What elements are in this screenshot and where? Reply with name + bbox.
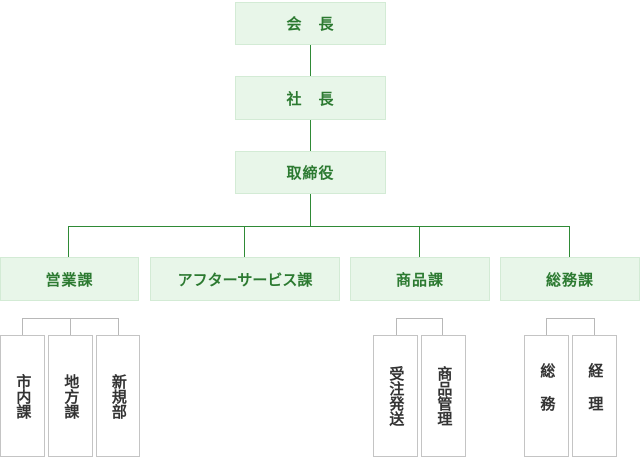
sub-general-affairs: 総務: [524, 335, 569, 457]
sub-products-shipping: 受注発送: [373, 335, 418, 457]
chairman-box: 会 長: [235, 2, 386, 45]
president-box: 社 長: [235, 76, 386, 120]
dept-sales: 営業課: [0, 257, 139, 301]
line-products-sub-2: [442, 318, 443, 335]
line-general-sub-h: [546, 318, 595, 319]
line-dept-horizontal: [68, 226, 570, 227]
sub-sales-new-label: 新規部: [109, 373, 128, 419]
line-products-sub-1: [396, 318, 397, 335]
sub-products-management-label: 商品管理: [435, 366, 454, 426]
sub-general-accounting: 経理: [572, 335, 617, 457]
sub-sales-city-label: 市内課: [14, 373, 33, 419]
sub-products-shipping-label: 受注発送: [387, 366, 406, 426]
dept-products: 商品課: [350, 257, 490, 301]
line-sales-sub-2: [70, 318, 71, 335]
sub-products-management: 商品管理: [421, 335, 466, 457]
line-sales-sub-1: [22, 318, 23, 335]
line-general-sub-1: [546, 318, 547, 335]
line-to-general: [569, 226, 570, 257]
line-to-aftersales: [244, 226, 245, 257]
line-directors-down: [310, 194, 311, 226]
dept-general-affairs: 総務課: [500, 257, 640, 301]
sub-general-affairs-label: 総務: [538, 363, 557, 429]
line-chairman-president: [310, 44, 311, 76]
line-to-sales: [68, 226, 69, 257]
line-products-sub-h: [396, 318, 443, 319]
line-to-products: [419, 226, 420, 257]
line-sales-sub-3: [118, 318, 119, 335]
sub-sales-city: 市内課: [0, 335, 45, 457]
sub-general-accounting-label: 経理: [586, 363, 605, 429]
line-general-sub-2: [594, 318, 595, 335]
line-president-directors: [310, 120, 311, 152]
sub-sales-new: 新規部: [96, 335, 140, 457]
directors-box: 取締役: [235, 151, 386, 194]
dept-aftersales: アフターサービス課: [150, 257, 340, 301]
sub-sales-regional-label: 地方課: [62, 373, 81, 419]
sub-sales-regional: 地方課: [48, 335, 93, 457]
